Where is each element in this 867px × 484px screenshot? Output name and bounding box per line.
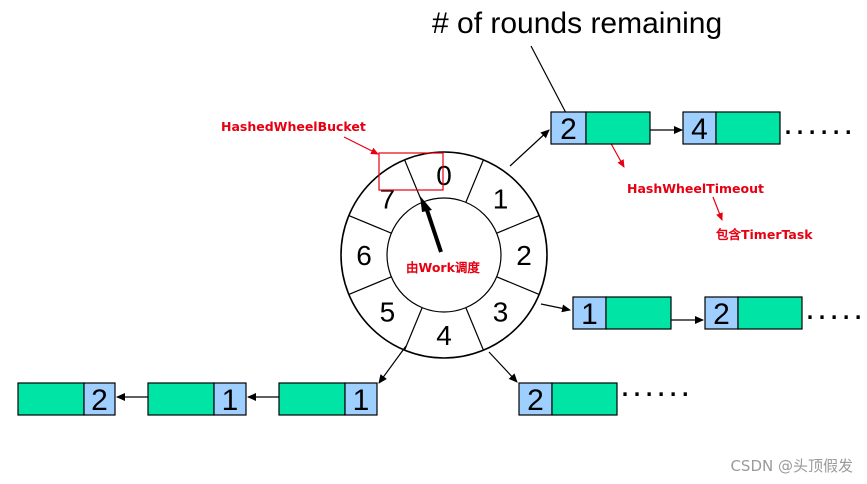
worker-label: 由Work调度 (406, 260, 480, 275)
slot3-connector (540, 303, 571, 313)
wheel-slot-1: 1 (493, 183, 509, 214)
wheel-spoke (496, 276, 540, 295)
timeout-rounds-value: 2 (560, 113, 577, 146)
timeout-rounds-value: 2 (91, 384, 108, 417)
wheel-slot-4: 4 (436, 320, 452, 351)
wheel-spoke (348, 215, 392, 234)
wheel-slot-7: 7 (380, 183, 396, 214)
timeout-rounds-value: 2 (527, 384, 544, 417)
list-ellipsis: ...... (619, 377, 691, 401)
slot5-connector (378, 345, 407, 384)
timeout-task-cell (147, 382, 215, 416)
title-pointer-line (530, 45, 567, 114)
rounds-remaining-title: # of rounds remaining (432, 7, 722, 40)
timeout-task-cell (551, 382, 618, 416)
wheel-spoke (404, 159, 423, 203)
timeout-rounds-cell (550, 111, 587, 145)
wheel-spokes (348, 159, 540, 351)
task-label: 包含TimerTask (715, 227, 813, 242)
slot1-connector (509, 129, 550, 167)
list-ellipsis: ...... (804, 300, 867, 324)
wheel-spoke (404, 307, 423, 351)
timeout-rounds-value: 4 (691, 113, 708, 146)
timeout-rounds-value: 1 (581, 298, 598, 331)
slot4-connector (488, 351, 518, 383)
timeout-rounds-value: 1 (353, 384, 370, 417)
watermark: CSDN @头顶假发 (730, 457, 853, 475)
bucket-highlight-box (378, 152, 444, 191)
bucket-label: HashedWheelBucket (221, 119, 366, 134)
timeout-rounds-value: 1 (222, 384, 239, 417)
timeout-rounds-cell (344, 382, 378, 416)
bucket-label-arrow (343, 136, 379, 155)
wheel-slot-3: 3 (493, 297, 509, 328)
list-ellipsis: ...... (782, 115, 854, 139)
slot1-timeout-list: 2 4 ...... (550, 111, 854, 146)
wheel-slot-5: 5 (380, 297, 396, 328)
timeout-task-cell (605, 296, 672, 330)
timeout-task-cell (17, 382, 85, 416)
timeout-task-cell (278, 382, 346, 416)
task-label-arrow (712, 196, 723, 221)
wheel-spoke (348, 276, 392, 295)
timeout-rounds-cell (83, 382, 116, 416)
hashed-wheel: 0 123 4 567 (340, 151, 548, 359)
worker-hand (424, 206, 443, 253)
slot4-timeout-list: 2 ...... (518, 377, 691, 417)
timeout-rounds-cell (518, 382, 553, 416)
wheel-slot-0: 0 (436, 160, 452, 191)
timeout-rounds-value: 2 (713, 298, 730, 331)
slot3-timeout-list: 1 2 ...... (572, 296, 867, 331)
timeout-task-cell (737, 296, 803, 330)
worker-hand-arrowhead (420, 196, 432, 212)
wheel-slot-6: 6 (356, 240, 372, 271)
wheel-spoke (465, 307, 484, 351)
wheel-inner-ring (386, 197, 502, 313)
wheel-spoke (465, 159, 484, 203)
timeout-task-cell (715, 111, 781, 145)
timeout-rounds-cell (213, 382, 247, 416)
timeout-label: HashWheelTimeout (627, 181, 764, 196)
wheel-spoke (496, 215, 540, 234)
timeout-task-cell (585, 111, 651, 145)
timeout-rounds-cell (704, 296, 739, 330)
slot5-timeout-list: 1 1 2 (17, 382, 378, 417)
wheel-slot-2: 2 (516, 240, 532, 271)
